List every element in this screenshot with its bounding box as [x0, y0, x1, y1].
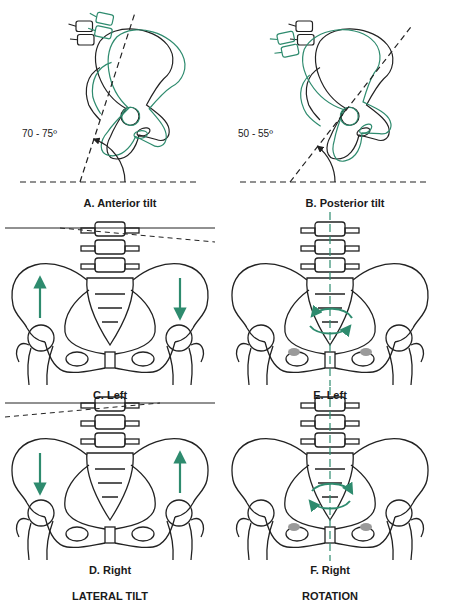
panel-caption: E. Left: [313, 389, 347, 402]
rotation-left-figure: [232, 212, 428, 386]
panel-caption: C. Left: [93, 389, 127, 402]
panel-caption: F. Right: [310, 564, 350, 577]
anterior-tilt-figure: [20, 10, 200, 182]
posterior-tilt-figure: [240, 14, 430, 182]
group-heading: ROTATION: [302, 590, 358, 603]
rotation-right-figure: [232, 387, 428, 561]
panel-caption: D. Right: [89, 564, 131, 577]
lateral-tilt-right-figure: [5, 397, 215, 560]
angle-label: 70 - 75º: [22, 128, 57, 140]
lateral-tilt-left-figure: [5, 222, 215, 385]
angle-label: 50 - 55º: [238, 128, 273, 140]
panel-caption: B. Posterior tilt: [306, 197, 385, 210]
panel-caption: A. Anterior tilt: [84, 197, 157, 210]
group-heading: LATERAL TILT: [72, 590, 148, 603]
